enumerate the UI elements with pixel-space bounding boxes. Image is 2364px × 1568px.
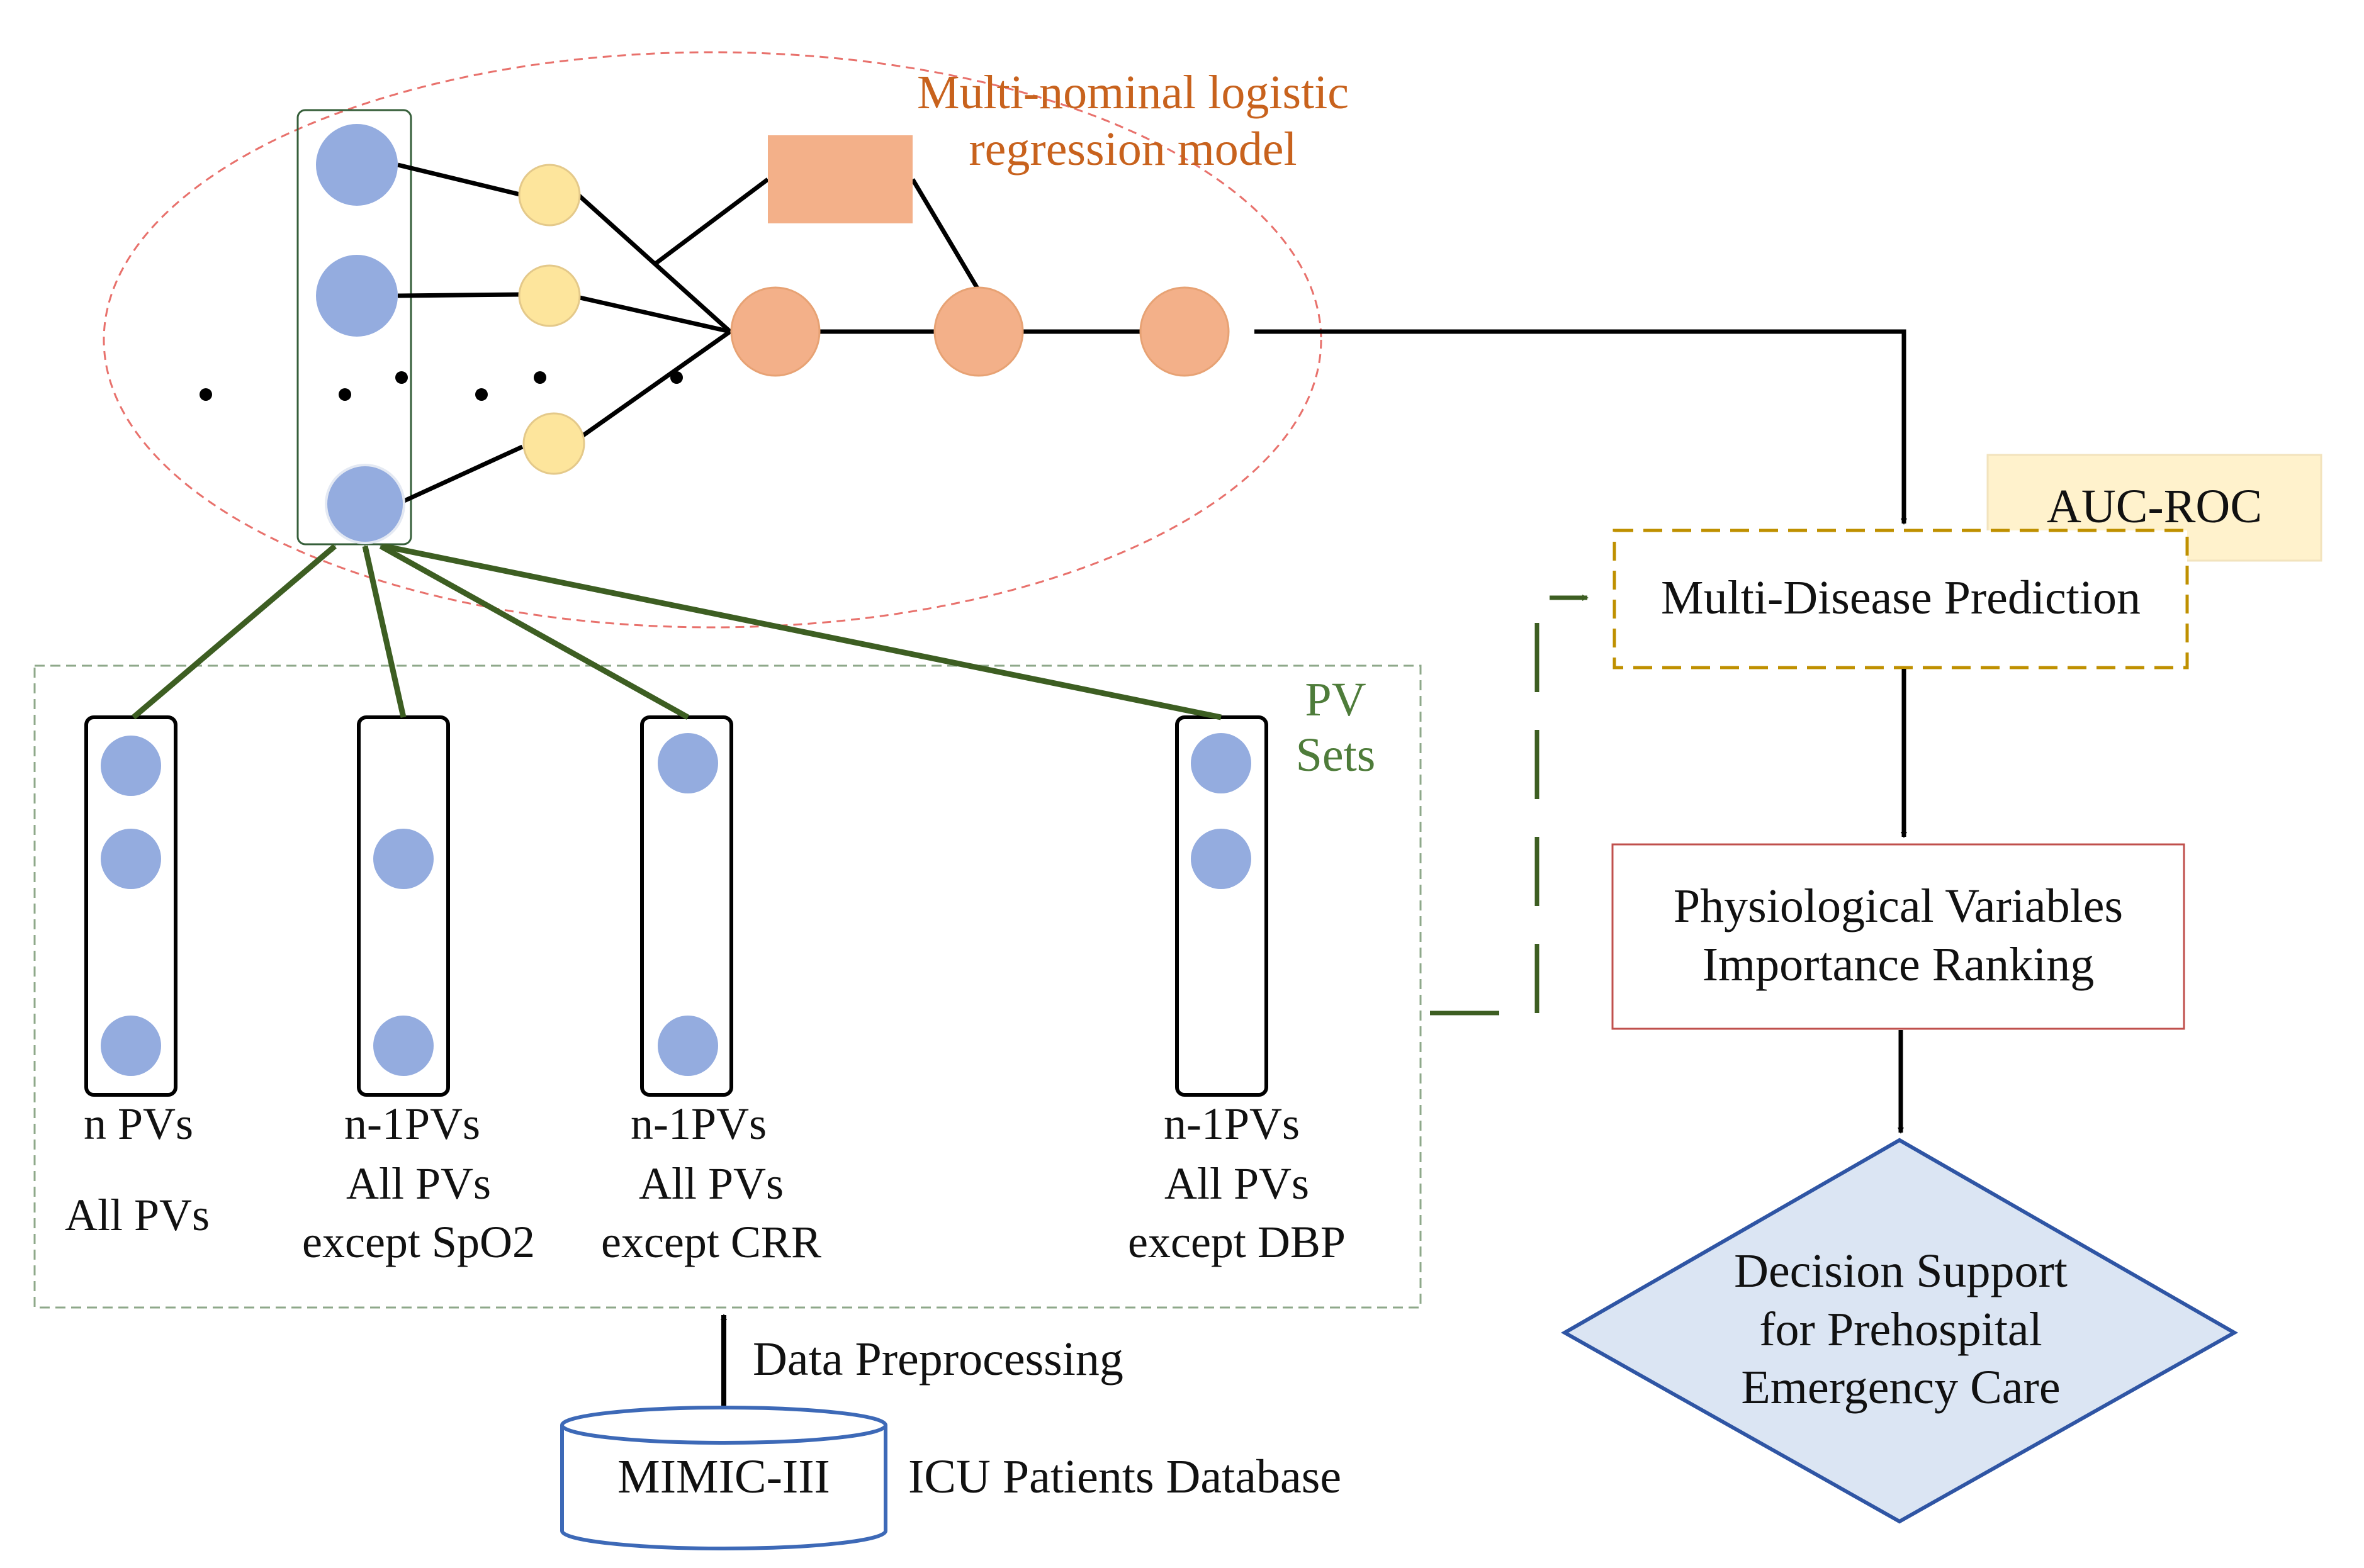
pv-to-prediction-connector (1430, 595, 1589, 1016)
pv-arrow-3 (379, 544, 690, 720)
hidden-node-1 (518, 164, 581, 227)
input-layer-frame (296, 109, 412, 546)
pv-node (101, 829, 161, 889)
ranking-label-line2: Importance Ranking (1703, 938, 2095, 991)
decision-label-line1: Decision Support (1734, 1245, 2068, 1297)
pv-sets-title-line2: Sets (1296, 729, 1376, 781)
decision-label-line2: for Prehospital (1759, 1303, 2042, 1356)
pv-set-count-2: n-1PVs (344, 1099, 480, 1149)
pv-set-desc-4a: All PVs (1164, 1158, 1309, 1209)
decision-diamond (1560, 1138, 2239, 1524)
pv-set-all (84, 715, 177, 1097)
model-block (768, 135, 913, 223)
preprocessing-label: Data Preprocessing (753, 1333, 1123, 1386)
ranking-box (1611, 843, 2185, 1030)
ranking-label-line1: Physiological Variables (1674, 880, 2123, 932)
pv-node (1191, 733, 1251, 793)
pv-set-count-3: n-1PVs (631, 1099, 767, 1149)
model-to-prediction-arrow (1254, 329, 1907, 525)
pv-set-desc-3a: All PVs (639, 1158, 784, 1209)
pv-set-desc-4b: except DBP (1128, 1217, 1346, 1267)
output-node-1 (730, 286, 821, 377)
pv-node (658, 733, 718, 793)
pv-node (101, 1016, 161, 1076)
pv-set-desc-3b: except CRR (601, 1217, 821, 1267)
pv-node (658, 1016, 718, 1076)
model-title-line1: Multi-nominal logistic (917, 66, 1349, 119)
hidden-node-3 (522, 412, 585, 475)
pv-node (101, 736, 161, 796)
pv-arrow-1 (132, 544, 337, 720)
input-node-3 (325, 464, 405, 544)
pv-set-desc-2a: All PVs (346, 1158, 491, 1209)
pv-set-except-dbp (1175, 715, 1268, 1097)
output-node-3 (1139, 286, 1230, 377)
pv-node (373, 829, 434, 889)
pv-set-desc-1a: All PVs (65, 1190, 210, 1240)
decision-label-line3: Emergency Care (1741, 1361, 2060, 1414)
pv-node (1191, 829, 1251, 889)
pv-arrow-2 (362, 545, 407, 718)
model-title-line2: regression model (969, 123, 1297, 176)
pv-set-desc-2b: except SpO2 (302, 1217, 535, 1267)
pv-sets-container (33, 664, 1422, 1309)
pv-node (373, 1016, 434, 1076)
input-node-1 (316, 124, 398, 206)
pv-sets-title-line1: PV (1305, 673, 1366, 726)
output-node-2 (933, 286, 1024, 377)
prediction-label: Multi-Disease Prediction (1661, 571, 2141, 624)
pv-set-count-4: n-1PVs (1164, 1099, 1300, 1149)
network-edges (397, 162, 1144, 504)
database-description: ICU Patients Database (908, 1450, 1341, 1503)
input-node-2 (316, 255, 398, 337)
prediction-box (1613, 529, 2189, 669)
model-boundary (103, 51, 1322, 629)
pv-set-count-1: n PVs (84, 1099, 193, 1149)
ellipsis-dots (200, 371, 683, 401)
hidden-node-2 (518, 264, 581, 327)
database-cylinder (560, 1406, 887, 1550)
pv-to-model-arrows (132, 543, 1222, 720)
database-name: MIMIC-III (617, 1450, 830, 1503)
auc-roc-label: AUC-ROC (2047, 480, 2262, 533)
pv-arrow-4 (383, 543, 1222, 720)
